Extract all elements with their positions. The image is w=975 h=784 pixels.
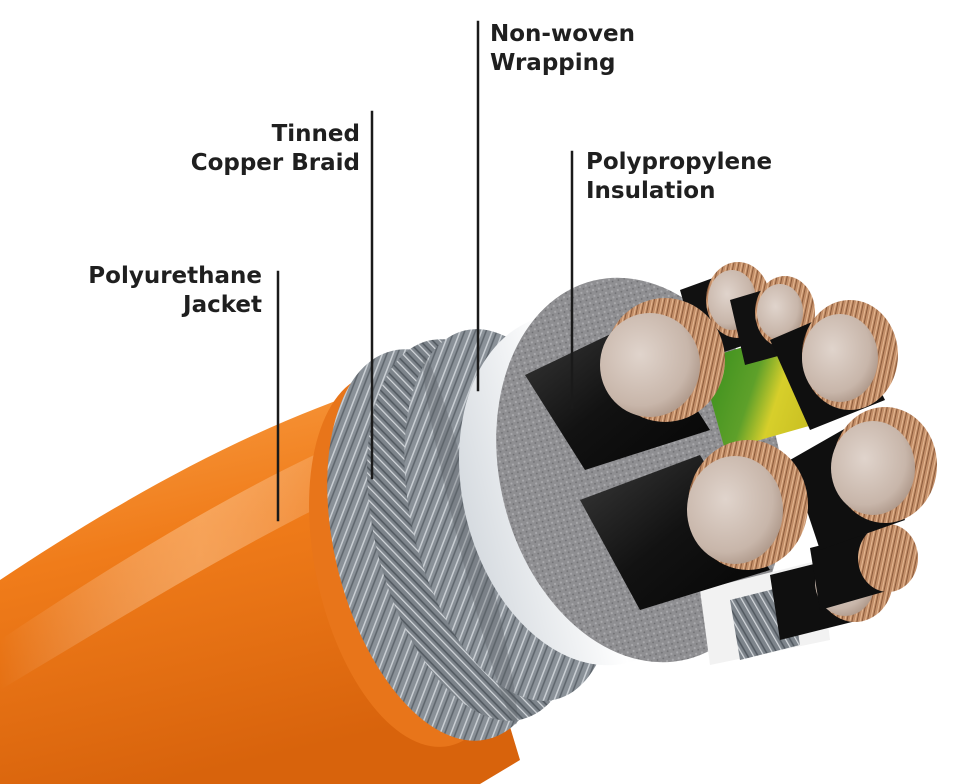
label-line: Non-woven [490,21,635,47]
label-line: Insulation [586,178,716,204]
label-line: Polypropylene [586,149,773,175]
leader-lines [276,20,574,522]
label-line: Polyurethane [88,263,262,289]
core-lower-left [580,440,808,610]
label-polypropylene-insulation: Polypropylene Insulation [586,148,772,206]
label-polyurethane-jacket: Polyurethane Jacket [88,262,262,320]
core-upper-right [770,300,898,430]
label-tinned-copper-braid: Tinned Copper Braid [191,120,360,178]
label-line: Wrapping [490,50,616,76]
label-line: Jacket [183,292,262,318]
label-line: Copper Braid [190,150,360,176]
label-line: Tinned [271,121,360,147]
back-cores [680,262,815,365]
label-non-woven-wrapping: Non-woven Wrapping [490,20,635,78]
signal-pair [700,524,918,665]
core-lower-right [790,407,937,550]
core-upper-left [525,298,725,470]
